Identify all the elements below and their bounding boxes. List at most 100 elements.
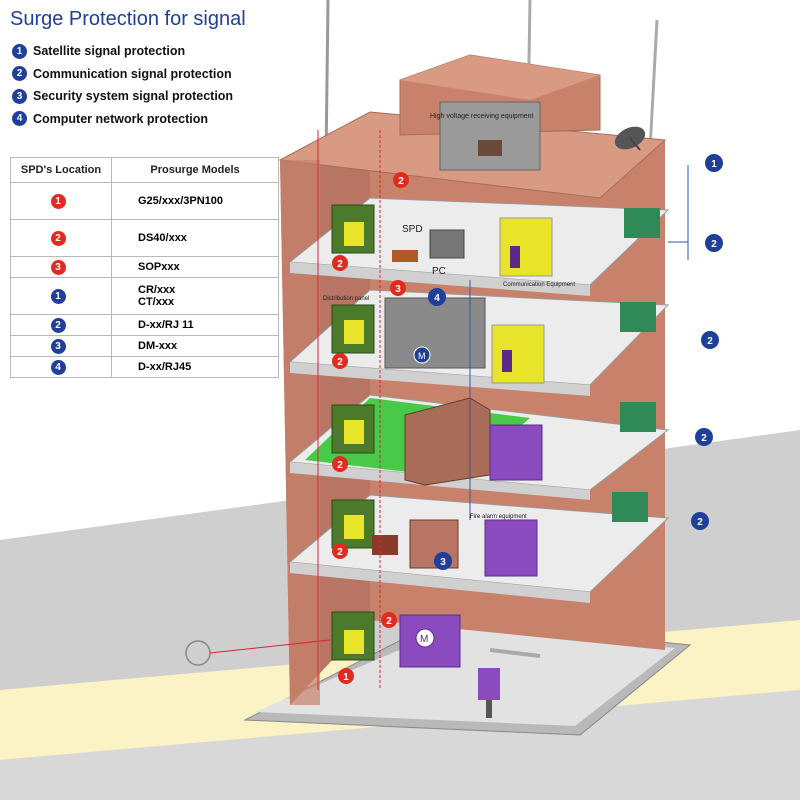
red-markers: 2 2 3 2 2 2 2 1 xyxy=(332,172,409,684)
spd-unit xyxy=(344,630,364,654)
communication-equipment xyxy=(491,324,545,384)
marker-red-2 xyxy=(332,543,348,559)
table-row: 3 DM-xxx xyxy=(10,335,279,357)
model-cell: DS40/xxx xyxy=(111,219,279,257)
pc-monitor xyxy=(429,229,465,259)
legend-item: 3 Security system signal protection xyxy=(12,85,233,108)
ground-floor: M xyxy=(185,611,541,718)
marker-blue-3 xyxy=(434,552,452,570)
fire-device xyxy=(372,535,398,555)
floor-3 xyxy=(288,394,670,500)
location-badge: 2 xyxy=(50,317,66,333)
spd-box xyxy=(392,250,418,262)
marker-text: 2 xyxy=(707,336,713,347)
marker-blue-2 xyxy=(705,234,723,252)
communication-equipment xyxy=(499,217,553,277)
comm-module xyxy=(510,246,520,268)
fire-alarm-panel xyxy=(484,519,538,577)
base-top xyxy=(255,628,675,726)
spd-unit xyxy=(344,320,364,344)
marker-text: 3 xyxy=(395,284,401,295)
column-header-location: SPD's Location xyxy=(10,157,112,183)
power-line xyxy=(209,639,331,654)
marker-red-2 xyxy=(332,353,348,369)
location-badge: 3 xyxy=(50,259,66,275)
machine-room xyxy=(384,297,486,369)
fire-alarm-label: Fire alarm equipment xyxy=(470,514,527,520)
marker-text: 2 xyxy=(337,259,343,270)
marker-red-2 xyxy=(381,612,397,628)
model-cell: D-xx/RJ 11 xyxy=(111,314,279,336)
outdoor-post xyxy=(478,668,500,700)
page-title: Surge Protection for signal xyxy=(10,8,246,30)
legend-badge: 1 xyxy=(12,43,27,59)
high-voltage-equipment xyxy=(439,101,541,171)
marker-blue-2 xyxy=(691,512,709,530)
legend-label: Computer network protection xyxy=(33,111,209,126)
location-badge: 2 xyxy=(50,230,66,246)
marker-text: 1 xyxy=(343,672,349,683)
marker-text: 2 xyxy=(697,517,703,528)
spd-unit xyxy=(344,420,364,444)
floor-edge xyxy=(290,362,590,396)
motor-icon xyxy=(413,346,431,364)
marker-blue-1 xyxy=(705,154,723,172)
legend-badge: 3 xyxy=(12,88,27,104)
green-cabinet xyxy=(620,302,656,332)
model-cell: G25/xxx/3PN100 xyxy=(111,182,279,220)
floor-1: SPD PC Communication Equipment xyxy=(288,197,670,296)
motor-label: M xyxy=(420,634,428,645)
blue-markers: 1 2 4 2 2 2 3 xyxy=(428,154,723,570)
marker-text: 4 xyxy=(434,293,440,304)
table-row: 3 SOPxxx xyxy=(10,256,279,278)
marker-text: 2 xyxy=(337,547,343,558)
high-voltage-label: High voltage receiving equipment xyxy=(430,113,534,120)
spd-unit xyxy=(344,515,364,539)
model-cell: D-xx/RJ45 xyxy=(111,356,279,378)
floor-edge xyxy=(290,262,590,296)
marker-text: 2 xyxy=(398,176,404,187)
spd-label: SPD xyxy=(402,224,423,235)
comm-equipment-label: Communication Equipment xyxy=(503,282,575,288)
security-panel xyxy=(489,424,543,481)
distribution-panel-label: Distribution panel xyxy=(323,296,369,302)
model-cell: SOPxxx xyxy=(111,256,279,278)
table-header-row: SPD's Location Prosurge Models xyxy=(10,157,279,183)
legend-label: Communication signal protection xyxy=(33,66,232,81)
legend-label: Satellite signal protection xyxy=(33,44,186,59)
green-cabinet xyxy=(612,492,648,522)
legend-label: Security system signal protection xyxy=(33,89,234,104)
green-cabinet xyxy=(624,208,660,238)
penthouse-roof xyxy=(400,55,600,100)
marker-text: 2 xyxy=(701,433,707,444)
legend-item: 1 Satellite signal protection xyxy=(12,40,233,63)
location-badge: 4 xyxy=(50,359,66,375)
table-row: 1 G25/xxx/3PN100 xyxy=(10,182,279,220)
floor-4: Fire alarm equipment xyxy=(288,492,670,603)
cable-tray xyxy=(489,648,541,658)
table-row: 4 D-xx/RJ45 xyxy=(10,356,279,378)
comm-module xyxy=(502,350,512,372)
green-cabinet xyxy=(620,402,656,432)
floor-2: Distribution panel M xyxy=(288,289,670,396)
marker-text: 3 xyxy=(440,557,446,568)
marker-blue-2 xyxy=(701,331,719,349)
dish-stand xyxy=(629,137,641,151)
marker-text: 1 xyxy=(711,159,717,170)
legend-item: 2 Communication signal protection xyxy=(12,63,233,86)
floor-edge xyxy=(290,562,590,603)
legend-badge: 4 xyxy=(12,111,27,127)
marker-red-2 xyxy=(332,456,348,472)
model-cell: DM-xxx xyxy=(111,335,279,357)
column-header-models: Prosurge Models xyxy=(111,157,279,183)
location-badge: 1 xyxy=(50,288,66,304)
marker-text: 2 xyxy=(337,460,343,471)
legend-badge: 2 xyxy=(12,66,27,82)
antenna xyxy=(324,0,330,161)
motor-icon xyxy=(415,628,435,648)
marker-red-3 xyxy=(390,280,406,296)
marker-text: 2 xyxy=(711,239,717,250)
marker-red-2 xyxy=(332,255,348,271)
